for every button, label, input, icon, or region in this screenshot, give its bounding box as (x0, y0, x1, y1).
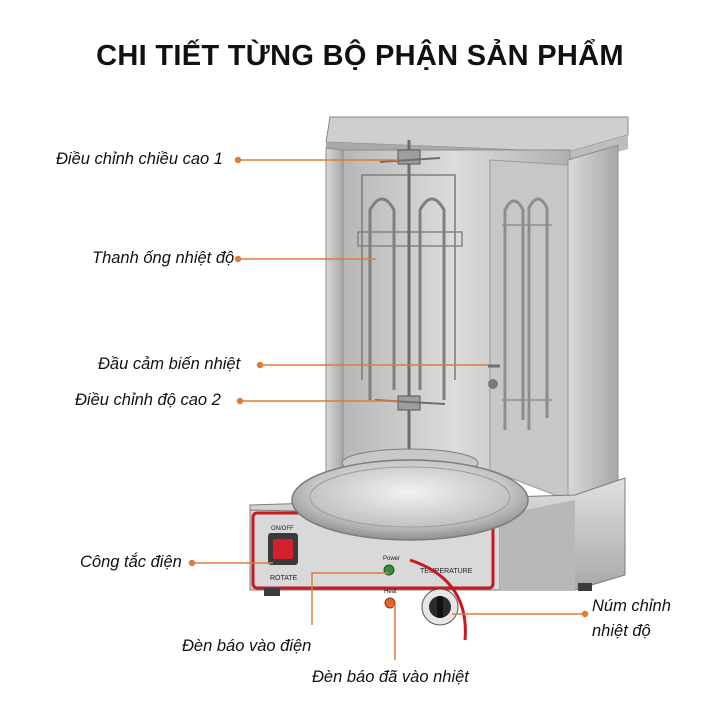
temperature-knob[interactable] (421, 588, 459, 626)
drip-tray (291, 459, 529, 541)
height-adjust-1-clamp (379, 149, 441, 165)
leader-lines (188, 156, 589, 660)
power-indicator-label: Power (383, 556, 400, 562)
rotate-label: ROTATE (270, 575, 298, 582)
right-heating-element (502, 197, 552, 430)
label-height-adjust-1: Điều chỉnh chiều cao 1 (56, 150, 223, 168)
left-panel (325, 147, 344, 501)
switch-label: ON/OFF (271, 526, 294, 532)
power-switch[interactable] (268, 533, 298, 565)
heat-indicator-label: Heat (384, 589, 397, 595)
right-side-panel (567, 144, 619, 526)
label-temp-knob-line1: Núm chỉnh (592, 597, 671, 615)
label-heating-tube: Thanh ống nhiệt độ (92, 249, 235, 267)
label-power-indicator: Đèn báo vào điện (182, 637, 312, 655)
temp-sensor-probe (488, 364, 500, 389)
label-temp-knob-line2: nhiệt độ (592, 622, 651, 640)
page-title: CHI TIẾT TỪNG BỘ PHẬN SẢN PHẨM (96, 40, 624, 72)
label-power-switch: Công tắc điện (80, 553, 182, 571)
temperature-label: TEMPERATURE (420, 568, 473, 575)
label-height-adjust-2: Điều chỉnh độ cao 2 (75, 391, 221, 409)
label-heat-indicator: Đèn báo đã vào nhiệt (312, 668, 469, 686)
label-temp-sensor: Đầu cảm biến nhiệt (98, 355, 241, 373)
panel-red-arc (409, 558, 467, 641)
